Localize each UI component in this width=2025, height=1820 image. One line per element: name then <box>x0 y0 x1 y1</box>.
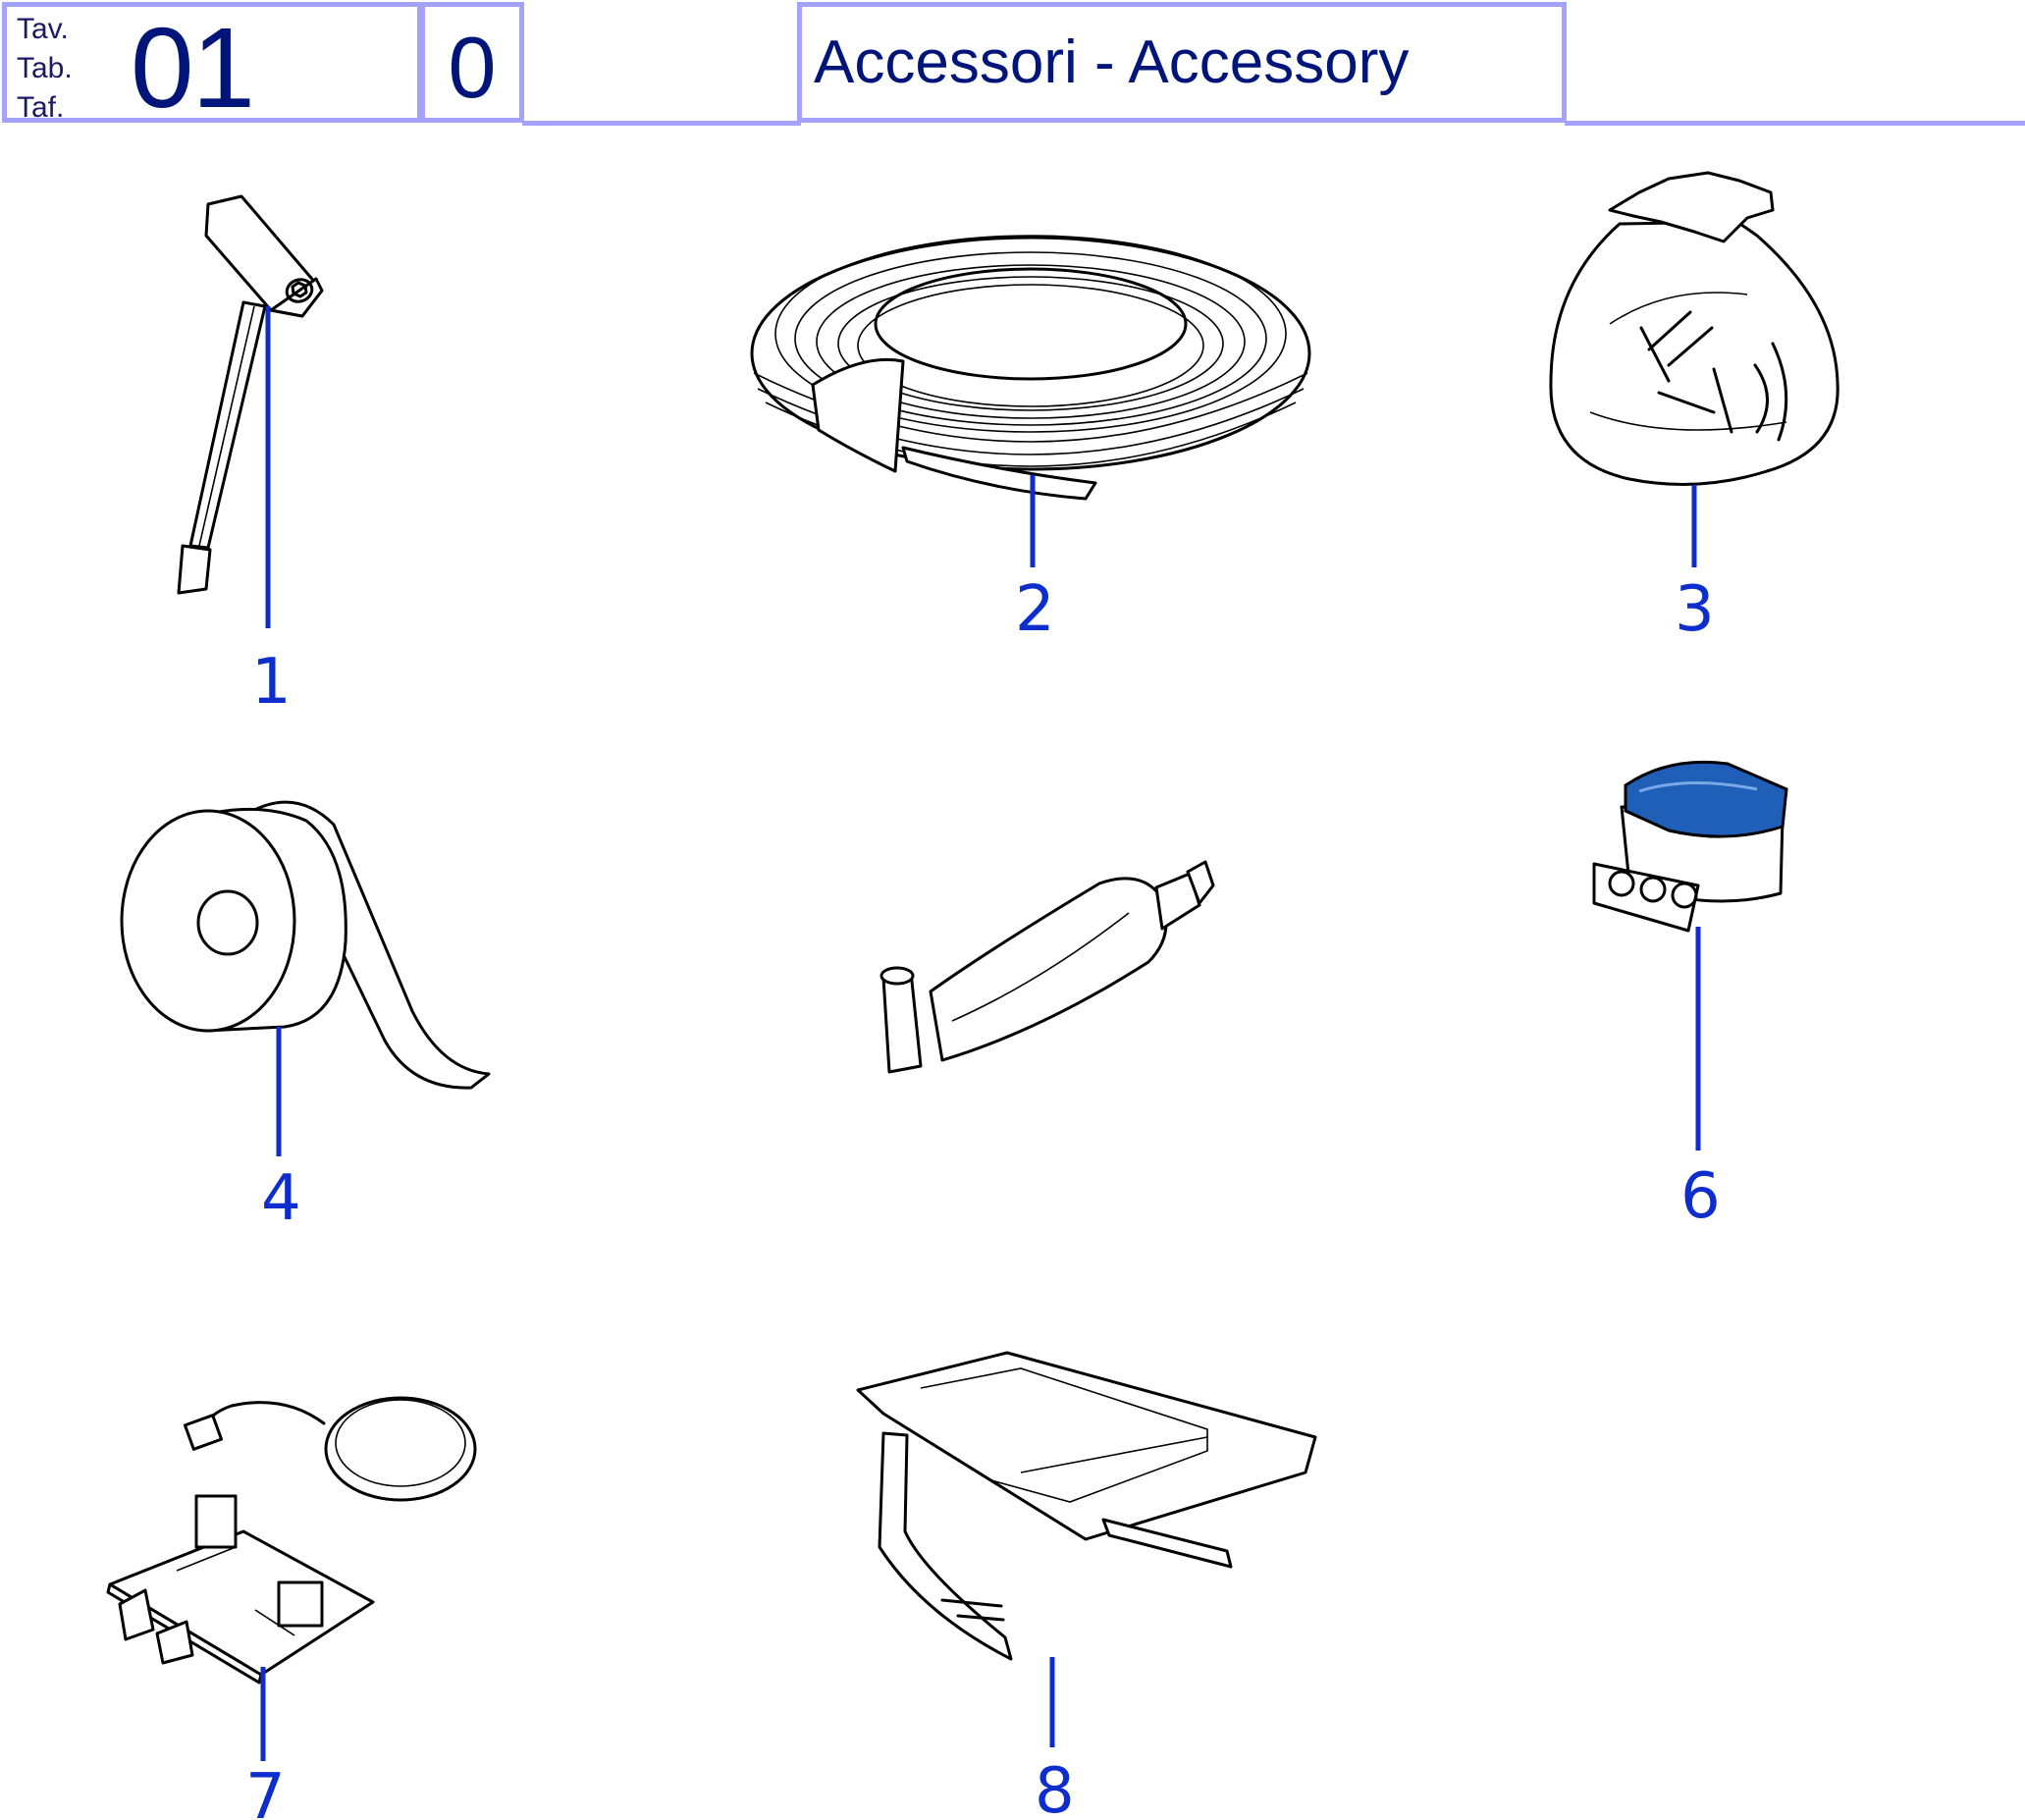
table-label-it: Tav. <box>17 13 69 45</box>
table-label-en: Tab. <box>17 52 73 84</box>
circuit-board-with-sensor-icon <box>106 1396 477 1685</box>
wire-connector-icon <box>1592 760 1788 933</box>
charging-station-cover-icon <box>856 1351 1317 1661</box>
revision-box: 0 <box>420 2 524 123</box>
page-title: Accessori - Accessory <box>814 28 1410 96</box>
boundary-wire-coil-icon <box>750 235 1311 501</box>
header-rule <box>1565 121 2025 126</box>
t-handle-hex-key-icon <box>177 194 324 595</box>
callout-number: 8 <box>1035 1755 1075 1820</box>
callout-number: 3 <box>1675 573 1715 646</box>
table-number: 01 <box>131 4 255 132</box>
revision-number: 0 <box>448 19 497 116</box>
title-box: Accessori - Accessory <box>797 2 1567 123</box>
callout-number: 6 <box>1680 1160 1721 1233</box>
callout-number: 4 <box>261 1162 301 1235</box>
header-divider <box>522 121 801 126</box>
callout-number: 1 <box>251 646 292 719</box>
callout-number: 7 <box>245 1761 286 1820</box>
callout-number: 2 <box>1015 573 1055 646</box>
grease-tube-icon <box>879 860 1215 1074</box>
table-label-de: Taf. <box>17 91 65 124</box>
table-id-box: Tav. Tab. Taf. 01 <box>2 2 422 132</box>
bag-of-pegs-icon <box>1549 171 1839 486</box>
insulating-tape-roll-icon <box>120 800 491 1090</box>
